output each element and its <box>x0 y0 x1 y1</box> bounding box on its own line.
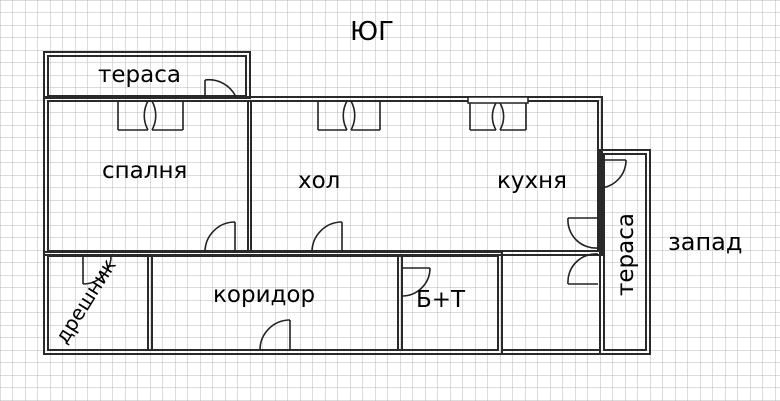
door-terrace-top <box>204 78 237 98</box>
room-label-terrace-right: тераса <box>613 213 639 296</box>
room-label-corridor: коридор <box>213 282 315 308</box>
door-hall-bottom <box>311 221 343 253</box>
door-terrace-right <box>567 159 627 285</box>
door-hall-top <box>317 100 381 131</box>
door-bathroom <box>401 267 431 297</box>
door-corridor-bottom <box>259 319 291 351</box>
door-bedroom-top <box>117 100 184 131</box>
compass-south-label: ЮГ <box>350 17 394 47</box>
walls <box>43 51 651 355</box>
room-label-kitchen: кухня <box>497 168 567 194</box>
door-bedroom-bottom <box>204 221 236 253</box>
room-label-bedroom: спалня <box>102 158 187 184</box>
door-kitchen-top <box>467 96 529 131</box>
compass-west-label: запад <box>668 228 742 256</box>
room-label-hall: хол <box>298 168 340 194</box>
room-label-terrace-top: тераса <box>98 62 181 88</box>
doors <box>82 78 627 351</box>
room-label-bathroom: Б+Т <box>416 287 466 313</box>
door-closet <box>82 255 112 285</box>
